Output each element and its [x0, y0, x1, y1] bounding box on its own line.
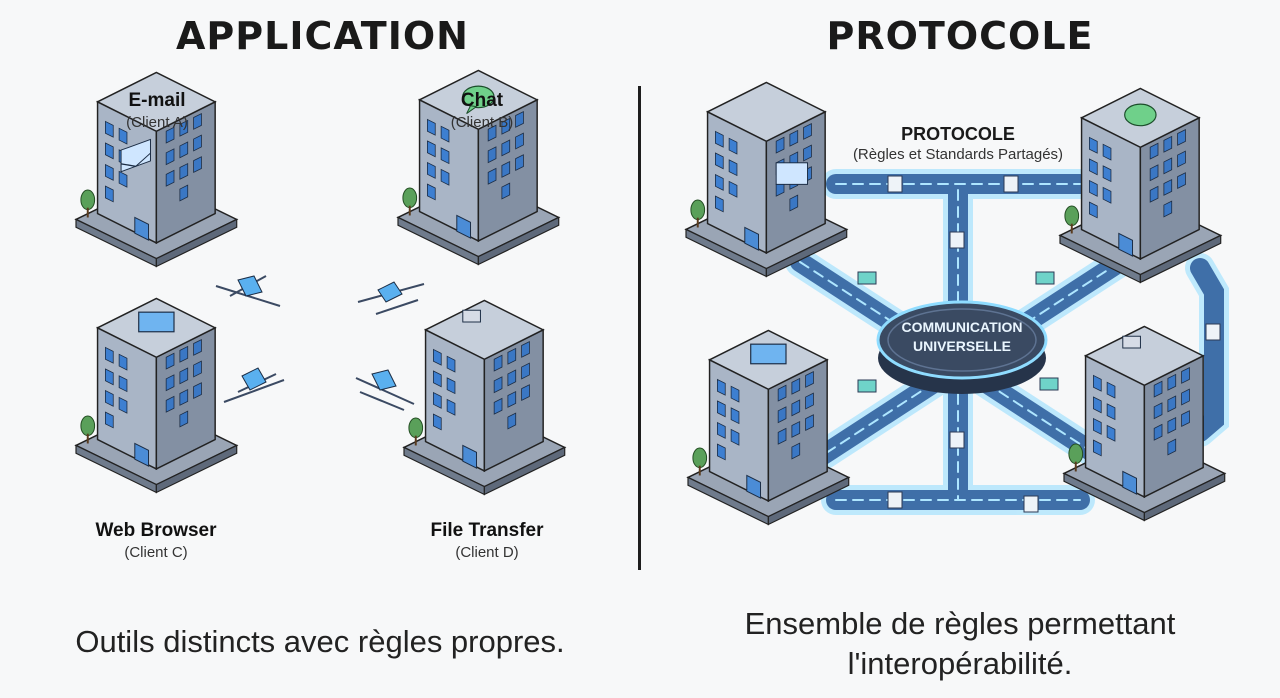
universal-communication-hub — [876, 300, 1048, 394]
client-a-sub: (Client A) — [126, 114, 188, 131]
protocol-label: PROTOCOLE (Règles et Standards Partagés) — [828, 124, 1088, 163]
client-c-label: Web Browser (Client C) — [56, 520, 256, 561]
protocol-pipes — [785, 169, 1229, 515]
arrow-browser — [223, 367, 285, 403]
protocol-title: PROTOCOLE — [826, 14, 1094, 58]
client-b-name: Chat — [460, 90, 504, 111]
chat-building-protocol — [1059, 87, 1222, 284]
browser-building-protocol — [687, 329, 850, 526]
panel-divider — [638, 86, 641, 570]
application-title: APPLICATION — [176, 14, 469, 58]
protocol-caption-line-2: l'interopérabilité. — [847, 646, 1073, 681]
file-building — [403, 299, 566, 496]
arrow-email — [215, 275, 281, 307]
client-a-label: E-mail (Client A) — [57, 90, 257, 131]
protocol-caption: Ensemble de règles permettant l'interopé… — [680, 604, 1240, 684]
application-caption: Outils distincts avec règles propres. — [75, 624, 565, 659]
client-b-label: Chat (Client B) — [382, 90, 582, 131]
arrow-file — [355, 369, 415, 411]
file-building-protocol — [1063, 325, 1226, 522]
email-building-protocol — [685, 81, 848, 278]
email-building — [75, 71, 238, 268]
chat-building — [397, 69, 560, 266]
hub-label: COMMUNICATION UNIVERSELLE — [884, 318, 1040, 356]
hub-line-1: COMMUNICATION — [901, 319, 1023, 335]
protocol-label-sub: (Règles et Standards Partagés) — [852, 146, 1064, 163]
hub-line-2: UNIVERSELLE — [912, 338, 1011, 354]
client-c-name: Web Browser — [95, 520, 217, 541]
protocol-caption-line-1: Ensemble de règles permettant — [744, 606, 1176, 641]
protocol-label-name: PROTOCOLE — [901, 124, 1015, 144]
client-d-sub: (Client D) — [455, 544, 519, 561]
client-b-sub: (Client B) — [450, 114, 514, 131]
browser-building — [75, 297, 238, 494]
arrow-chat — [357, 281, 425, 315]
data-packets — [857, 175, 1221, 513]
client-c-sub: (Client C) — [124, 544, 188, 561]
client-d-name: File Transfer — [430, 520, 544, 541]
client-a-name: E-mail — [128, 90, 186, 111]
client-d-label: File Transfer (Client D) — [387, 520, 587, 561]
